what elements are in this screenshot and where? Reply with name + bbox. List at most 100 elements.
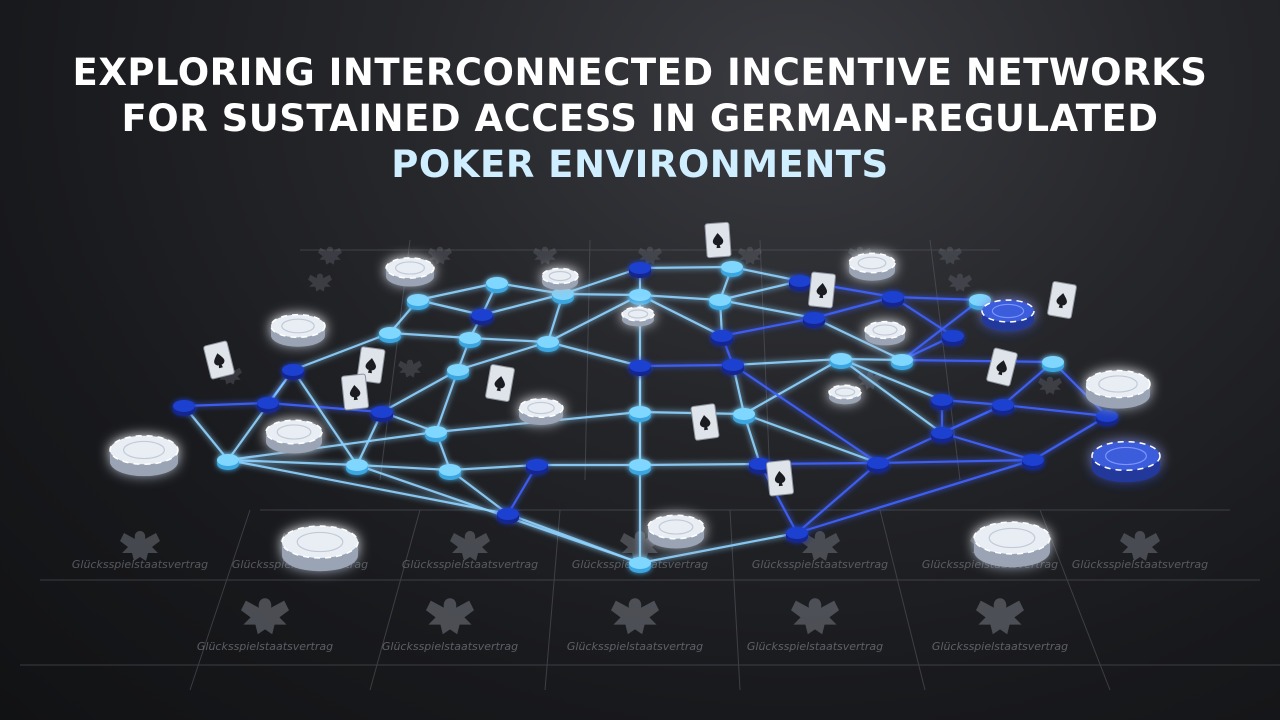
network-node [721, 261, 743, 277]
floor-grid [20, 239, 1280, 691]
grid-line [879, 509, 926, 691]
watermark-label: Glücksspielstaatsvertrag [402, 558, 538, 571]
eagle-emblem-icon [738, 246, 762, 265]
network-link [639, 265, 733, 270]
eagle-emblem-icon [800, 531, 840, 561]
network-link [840, 358, 943, 434]
blue-poker-chip [981, 299, 1035, 332]
network-link [721, 316, 815, 338]
network-link [796, 458, 1034, 535]
white-poker-chip [265, 419, 323, 454]
spade-icon [996, 360, 1007, 376]
network-link [227, 458, 509, 516]
eagle-emblem-icon [318, 246, 342, 265]
eagle-emblem-icon [426, 598, 474, 635]
watermark-label: Glücksspielstaatsvertrag [382, 640, 518, 653]
white-poker-chip [109, 434, 179, 477]
watermark-label: Glücksspielstaatsvertrag [932, 640, 1068, 653]
eagle-emblem-icon [308, 273, 332, 292]
network-link [227, 458, 358, 467]
white-poker-chip [541, 267, 579, 290]
network-node [830, 353, 852, 369]
network-node [537, 336, 559, 352]
network-link [892, 295, 981, 302]
network-node [789, 275, 811, 291]
network-node [882, 291, 904, 307]
network-link [840, 357, 943, 402]
network-link [901, 299, 981, 361]
network-link [381, 369, 459, 413]
eagle-emblem-icon [611, 598, 659, 635]
network-node [891, 354, 913, 370]
network-link [449, 469, 509, 515]
headline: EXPLORING INTERCONNECTED INCENTIVE NETWO… [0, 50, 1280, 188]
spade-icon [214, 353, 225, 369]
network-link [1052, 361, 1108, 417]
network-link [481, 292, 564, 317]
network-link [417, 281, 498, 302]
network-node [867, 457, 889, 473]
network-node [439, 464, 461, 480]
watermark-label: Glücksspielstaatsvertrag [197, 640, 333, 653]
spade-icon [1056, 293, 1067, 309]
grid-line [759, 239, 771, 481]
eagle-emblem-icon [976, 598, 1024, 635]
watermark-label: Glücksspielstaatsvertrag [752, 558, 888, 571]
white-poker-chip [848, 252, 896, 281]
network-links [183, 265, 1108, 565]
ace-of-spades-card [766, 459, 794, 497]
white-poker-chip [1085, 369, 1151, 409]
headline-line-3: POKER ENVIRONMENTS [391, 143, 889, 186]
network-link [227, 369, 294, 461]
grid-line [369, 509, 421, 691]
network-node [803, 312, 825, 328]
network-link [562, 266, 641, 296]
network-node [497, 508, 519, 524]
network-node [722, 359, 744, 375]
white-poker-chip [828, 384, 862, 405]
eagle-emblem-icon [791, 598, 839, 635]
eagle-emblem-icon [533, 246, 557, 265]
spade-icon [349, 385, 361, 401]
network-link [449, 463, 538, 472]
network-node [1096, 410, 1118, 426]
network-link [389, 331, 471, 340]
watermark-label: Glücksspielstaatsvertrag [567, 640, 703, 653]
network-link [469, 336, 549, 344]
network-link [813, 317, 903, 361]
network-node [425, 426, 447, 442]
network-link [547, 340, 641, 368]
network-node [346, 459, 368, 475]
white-poker-chip [864, 320, 906, 346]
eagle-emblem-icon [428, 246, 452, 265]
ace-of-spades-card [203, 340, 235, 380]
network-node [711, 330, 733, 346]
network-link [719, 279, 801, 302]
eagle-emblem-icon [120, 531, 160, 561]
network-nodes [173, 261, 1118, 573]
network-node [282, 364, 304, 380]
network-link [639, 294, 723, 337]
network-link [901, 358, 1054, 364]
network-node [471, 309, 493, 325]
playing-cards [203, 221, 1077, 497]
network-node [486, 277, 508, 293]
white-poker-chip [270, 313, 326, 347]
grid-line [584, 239, 591, 481]
network-node [992, 399, 1014, 415]
network-node [447, 364, 469, 380]
network-link [732, 364, 879, 464]
network-link [639, 293, 721, 302]
network-link [292, 369, 358, 466]
ace-of-spades-card [1047, 281, 1077, 319]
watermark-label: Glücksspielstaatsvertrag [747, 640, 883, 653]
ace-of-spades-card [341, 373, 369, 411]
network-link [457, 340, 549, 372]
network-node [407, 294, 429, 310]
headline-line-2: FOR SUSTAINED ACCESS IN GERMAN-REGULATED [121, 97, 1159, 140]
grid-line [189, 509, 251, 691]
network-link [356, 463, 451, 472]
network-link [1002, 403, 1108, 418]
network-link [759, 463, 798, 534]
